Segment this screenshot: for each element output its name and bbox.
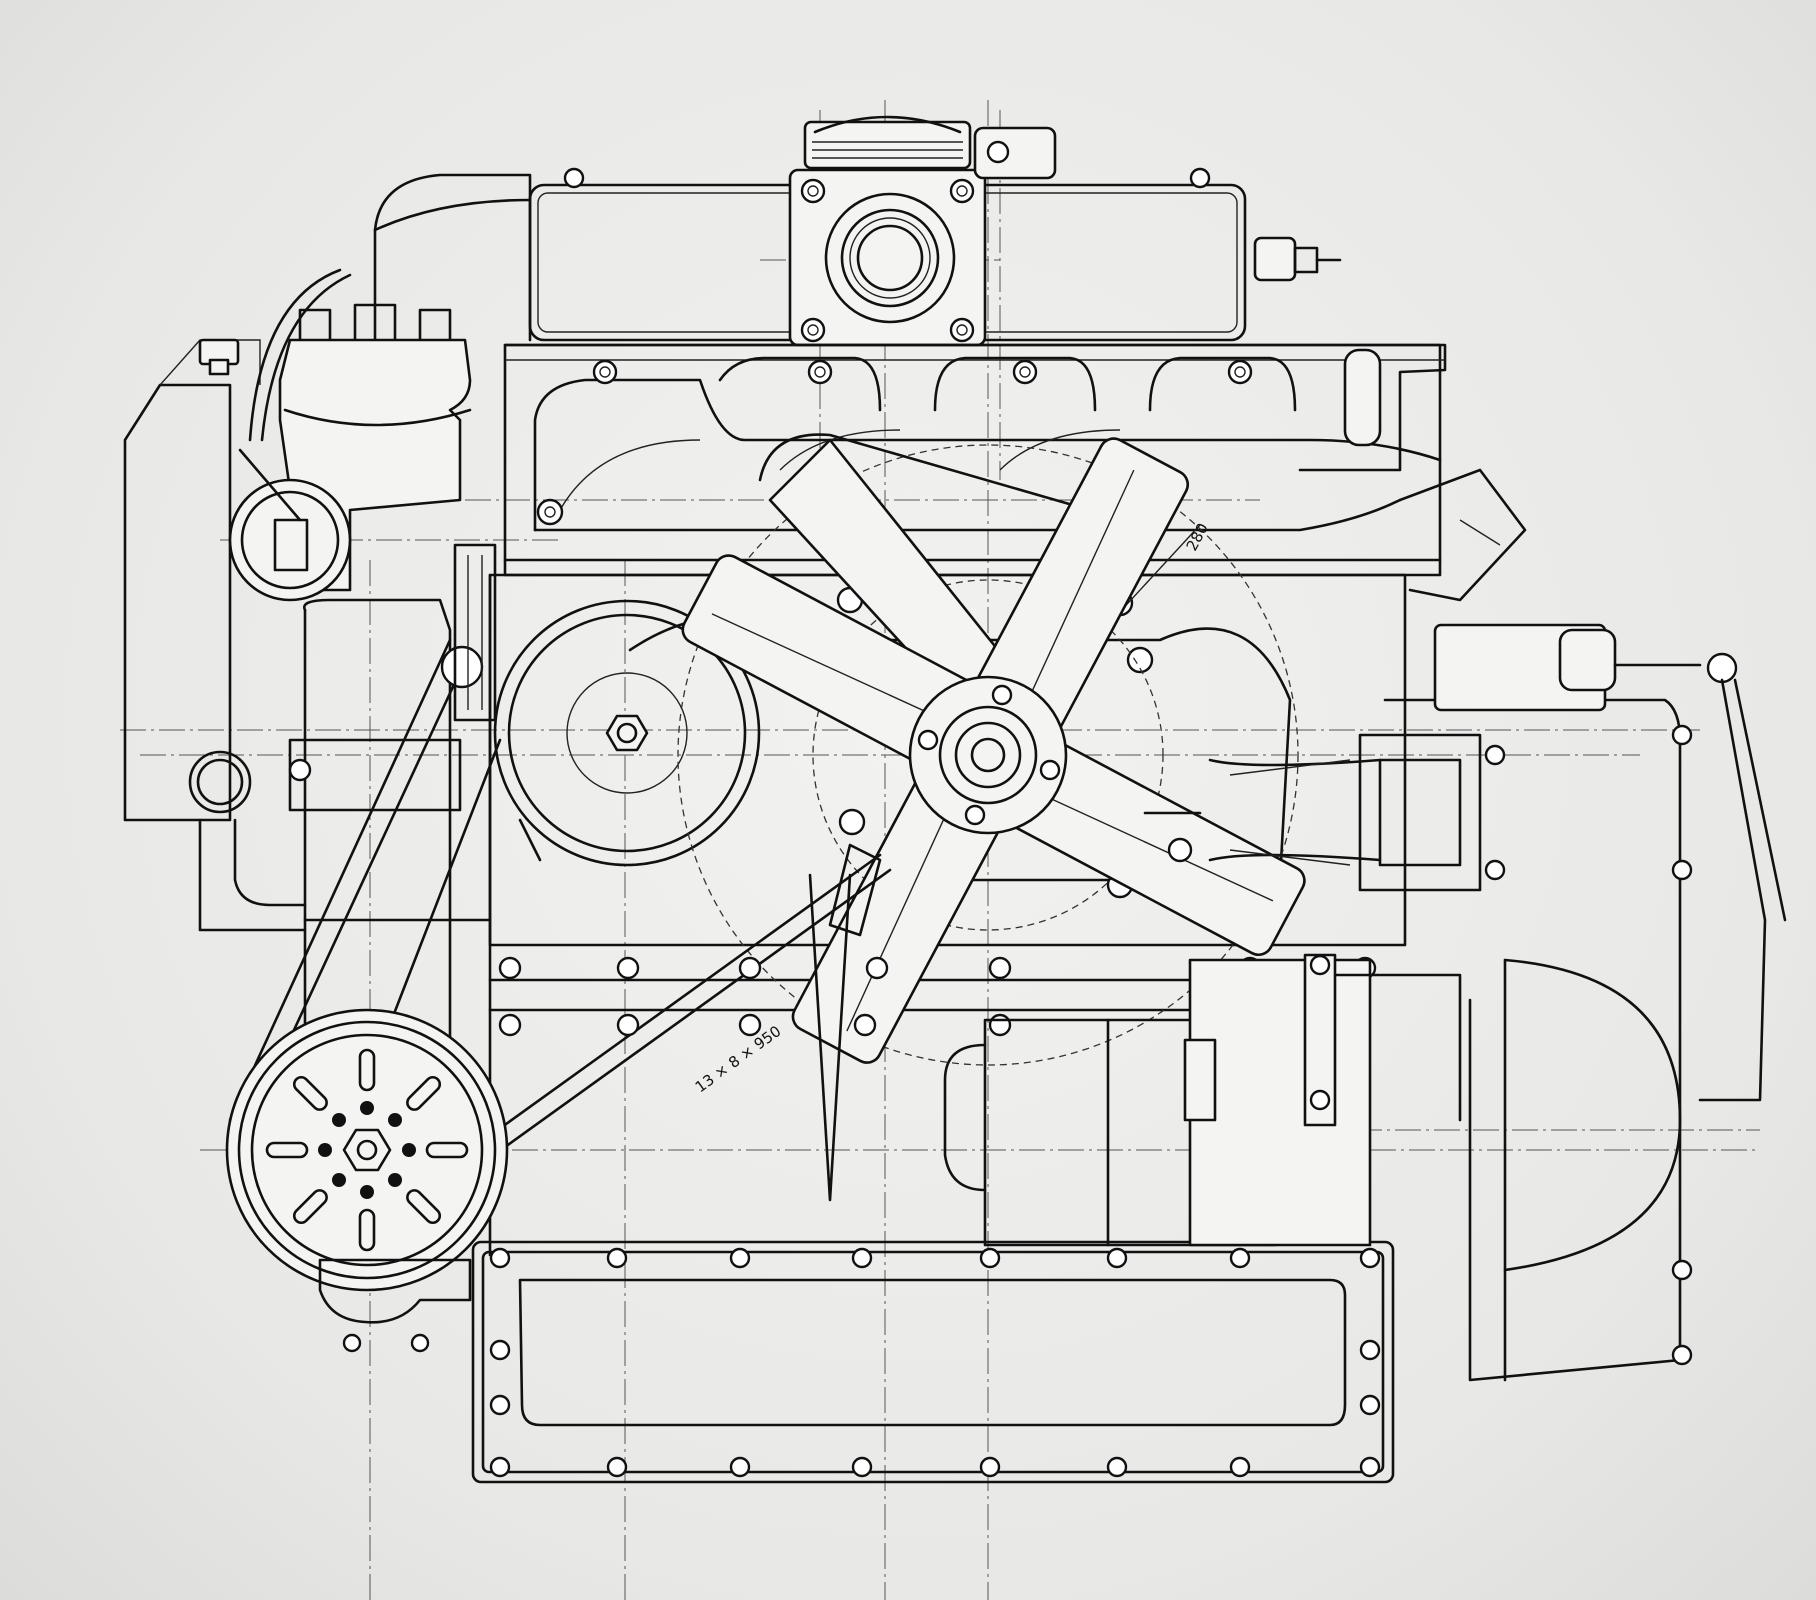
fan-hub <box>908 675 1068 835</box>
bellhousing-bracket <box>1183 953 1462 1127</box>
air-intake-housing <box>123 173 532 822</box>
oil-filler-cap-icon <box>198 338 240 376</box>
engine-mount <box>1143 733 1506 892</box>
oil-level-plug <box>188 750 252 814</box>
temperature-sender <box>1253 236 1342 282</box>
pulley-icon <box>225 1008 509 1292</box>
fan-icon <box>681 433 1306 1064</box>
oil-pan-icon <box>471 1240 1395 1484</box>
belt-spec-label: 13 × 8 × 950 <box>692 1022 785 1096</box>
thermostat-housing <box>788 168 987 347</box>
radiator-cap-icon <box>803 115 1057 180</box>
fuel-pump <box>1433 623 1787 1102</box>
starter-motor <box>1383 698 1693 1382</box>
generator-pulley <box>493 599 761 867</box>
distributor-icon <box>228 268 472 602</box>
dipstick-tube <box>808 843 882 1202</box>
fan-belt <box>228 543 892 1167</box>
exhaust-manifold <box>533 348 1527 602</box>
crankshaft-damper-bracket <box>318 1258 472 1353</box>
oil-pan-bolts <box>489 1247 1381 1478</box>
